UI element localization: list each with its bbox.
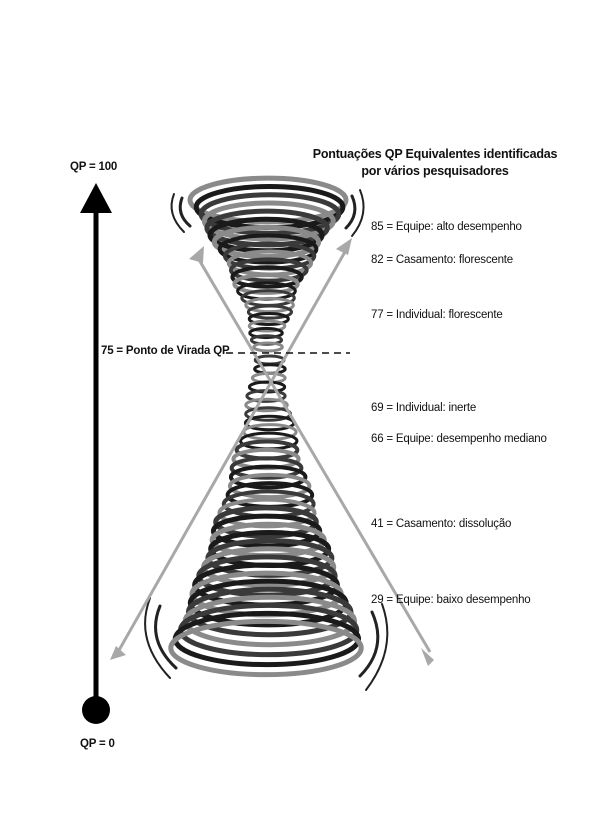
score-label: 77 = Individual: florescente (371, 309, 503, 321)
arrow-head-up-right-icon (336, 238, 352, 255)
score-label: 85 = Equipe: alto desempenho (371, 221, 522, 233)
title-line-2: por vários pesquisadores (361, 164, 509, 178)
spring-coil-ring (187, 175, 349, 225)
spring-coil-ring (228, 257, 309, 283)
qp-axis (80, 183, 112, 724)
spring-coil-ring (244, 296, 295, 314)
spring-coil-ring (217, 233, 319, 265)
arrow-head-up-left-icon (189, 246, 204, 263)
spring-coil-ring (246, 304, 293, 320)
spring-coil-ring (252, 341, 284, 353)
arrow-head-down-right-icon (421, 648, 434, 666)
motion-arc (178, 196, 192, 228)
axis-origin-dot (82, 696, 110, 724)
spring-coil-ring (247, 319, 287, 333)
axis-top-label: QP = 100 (70, 161, 118, 173)
score-label: 66 = Equipe: desempenho mediano (371, 433, 547, 445)
spring-coil-ring (213, 505, 319, 539)
motion-arc (154, 604, 178, 670)
score-label: 82 = Casamento: florescente (371, 254, 513, 266)
decline-arrow (196, 257, 432, 653)
spring-coil-ring (232, 273, 300, 295)
growth-arrow (116, 249, 348, 653)
spring-coil-ring (248, 326, 284, 340)
motion-arc (358, 610, 380, 678)
motion-arc (170, 193, 185, 233)
spring-coil-ring (227, 472, 312, 500)
score-label: 29 = Equipe: baixo desempenho (371, 594, 531, 606)
growth-decline-arrows (110, 238, 434, 666)
spring-coil-ring (247, 312, 290, 326)
motion-arc (351, 189, 365, 237)
spring-coil-ring (201, 200, 336, 242)
spring-coil-illustration (144, 175, 389, 691)
spring-coil-ring (228, 464, 308, 490)
spring-coil-ring (168, 618, 364, 678)
turning-point-label: 75 = Ponto de Virada QP (101, 345, 230, 357)
spring-coil-ring (230, 265, 304, 289)
spring-coil-ring (229, 456, 304, 480)
title-line-1: Pontuações QP Equivalentes identificadas (312, 147, 558, 161)
axis-arrow-up-icon (80, 183, 112, 213)
diagram-title: Pontuações QP Equivalentes identificadas… (300, 146, 570, 180)
spring-coil-ring (244, 397, 289, 413)
arrow-head-down-left-icon (110, 646, 126, 660)
spring-coil-ring (211, 224, 322, 260)
motion-arc (144, 597, 171, 679)
score-label: 41 = Casamento: dissolução (371, 518, 512, 530)
axis-bottom-label: QP = 0 (80, 738, 115, 750)
score-label: 69 = Individual: inerte (371, 402, 477, 414)
motion-arc (344, 194, 357, 230)
spring-coil-ring (198, 192, 342, 236)
motion-arc (365, 603, 389, 691)
